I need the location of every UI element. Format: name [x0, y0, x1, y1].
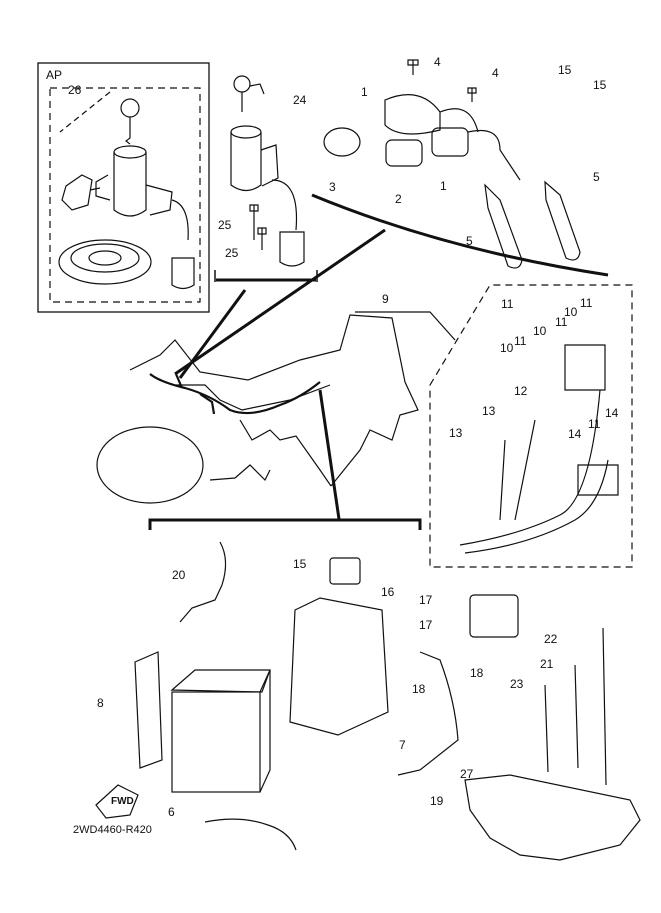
positive-lead-icon: [397, 651, 459, 776]
callout-10: 10: [533, 324, 547, 338]
callout-11: 11: [501, 297, 514, 311]
battery-cover-icon: [289, 597, 389, 736]
starter-relay-icon: [469, 594, 519, 638]
callout-4: 4: [492, 66, 499, 80]
main-switch-icon: [95, 145, 189, 241]
callout-25: 25: [218, 218, 232, 232]
callout-22: 22: [544, 632, 558, 646]
group-bracket-curve: [311, 193, 609, 277]
leader-line: [59, 91, 111, 133]
callout-14: 14: [568, 427, 582, 441]
harness-inset-box: [429, 284, 633, 568]
callout-17: 17: [419, 618, 433, 632]
callout-13: 13: [482, 404, 496, 418]
coil-icon: [431, 127, 521, 181]
switch-connector-icon: [279, 231, 305, 267]
callout-12: 12: [514, 384, 528, 398]
callout-20: 20: [172, 568, 186, 582]
ap-dashed-box: [49, 87, 201, 303]
callout-18: 18: [412, 682, 426, 696]
leader-battery: [318, 389, 341, 520]
relay-unit-1-icon: [384, 94, 479, 135]
callout-16: 16: [381, 585, 395, 599]
callout-2: 2: [395, 192, 402, 206]
ap-tag: AP: [46, 68, 63, 82]
callout-5: 5: [593, 170, 600, 184]
callout-18: 18: [470, 666, 484, 680]
relay-unit-2-icon: [385, 139, 423, 167]
callout-17: 17: [419, 593, 433, 607]
callout-7: 7: [399, 738, 406, 752]
ap-inset-box: [37, 62, 210, 313]
negative-lead-icon: [179, 541, 297, 851]
callout-3: 3: [329, 180, 336, 194]
callout-11: 11: [555, 315, 568, 329]
bolt-icon: [249, 204, 267, 250]
cable-ties-icon: [544, 627, 607, 786]
battery-band-icon: [134, 651, 163, 769]
tray-icon: [464, 774, 641, 861]
lower-bracket: [148, 518, 422, 530]
fwd-arrow-icon: [95, 784, 139, 819]
callout-14: 14: [605, 406, 619, 420]
leader-9: [355, 311, 456, 341]
callout-11: 11: [588, 417, 601, 431]
ignition-switch-icon: [230, 125, 298, 231]
fwd-label: FWD: [111, 796, 134, 807]
callout-19: 19: [430, 794, 444, 808]
callout-5: 5: [466, 234, 473, 248]
plug-icon: [171, 257, 195, 290]
relay-3-icon: [323, 127, 361, 157]
callout-8: 8: [97, 696, 104, 710]
callout-6: 6: [168, 805, 175, 819]
callout-9: 9: [382, 292, 389, 306]
battery-icon: [170, 669, 271, 793]
connector-icon: [61, 174, 101, 211]
leader-relays: [174, 228, 386, 376]
callout-11: 11: [514, 334, 527, 348]
callout-1: 1: [440, 179, 447, 193]
harness-wires-icon: [459, 389, 609, 554]
callout-4: 4: [434, 55, 441, 69]
callout-15: 15: [293, 557, 307, 571]
fuel-cap-icon: [58, 239, 152, 285]
callout-11: 11: [580, 296, 593, 310]
callout-24: 24: [293, 93, 307, 107]
callout-27: 27: [460, 767, 474, 781]
bolt-4-icon: [407, 59, 477, 102]
callout-13: 13: [449, 426, 463, 440]
callout-26: 26: [68, 83, 82, 97]
wire-harness-path: [149, 373, 321, 415]
callout-15: 15: [558, 63, 572, 77]
relay-15-icon: [329, 557, 361, 585]
callout-15: 15: [593, 78, 607, 92]
callout-21: 21: [540, 657, 554, 671]
callout-1: 1: [361, 85, 368, 99]
key-icon: [120, 98, 140, 145]
callout-25: 25: [225, 246, 239, 260]
ignition-key-icon: [233, 75, 265, 112]
drawing-code: 2WD4460-R420: [73, 824, 152, 836]
callout-10: 10: [564, 305, 578, 319]
callout-10: 10: [500, 341, 514, 355]
callout-23: 23: [510, 677, 524, 691]
fuse-box-icon: [564, 344, 619, 496]
motorcycle-outline: [96, 314, 419, 504]
